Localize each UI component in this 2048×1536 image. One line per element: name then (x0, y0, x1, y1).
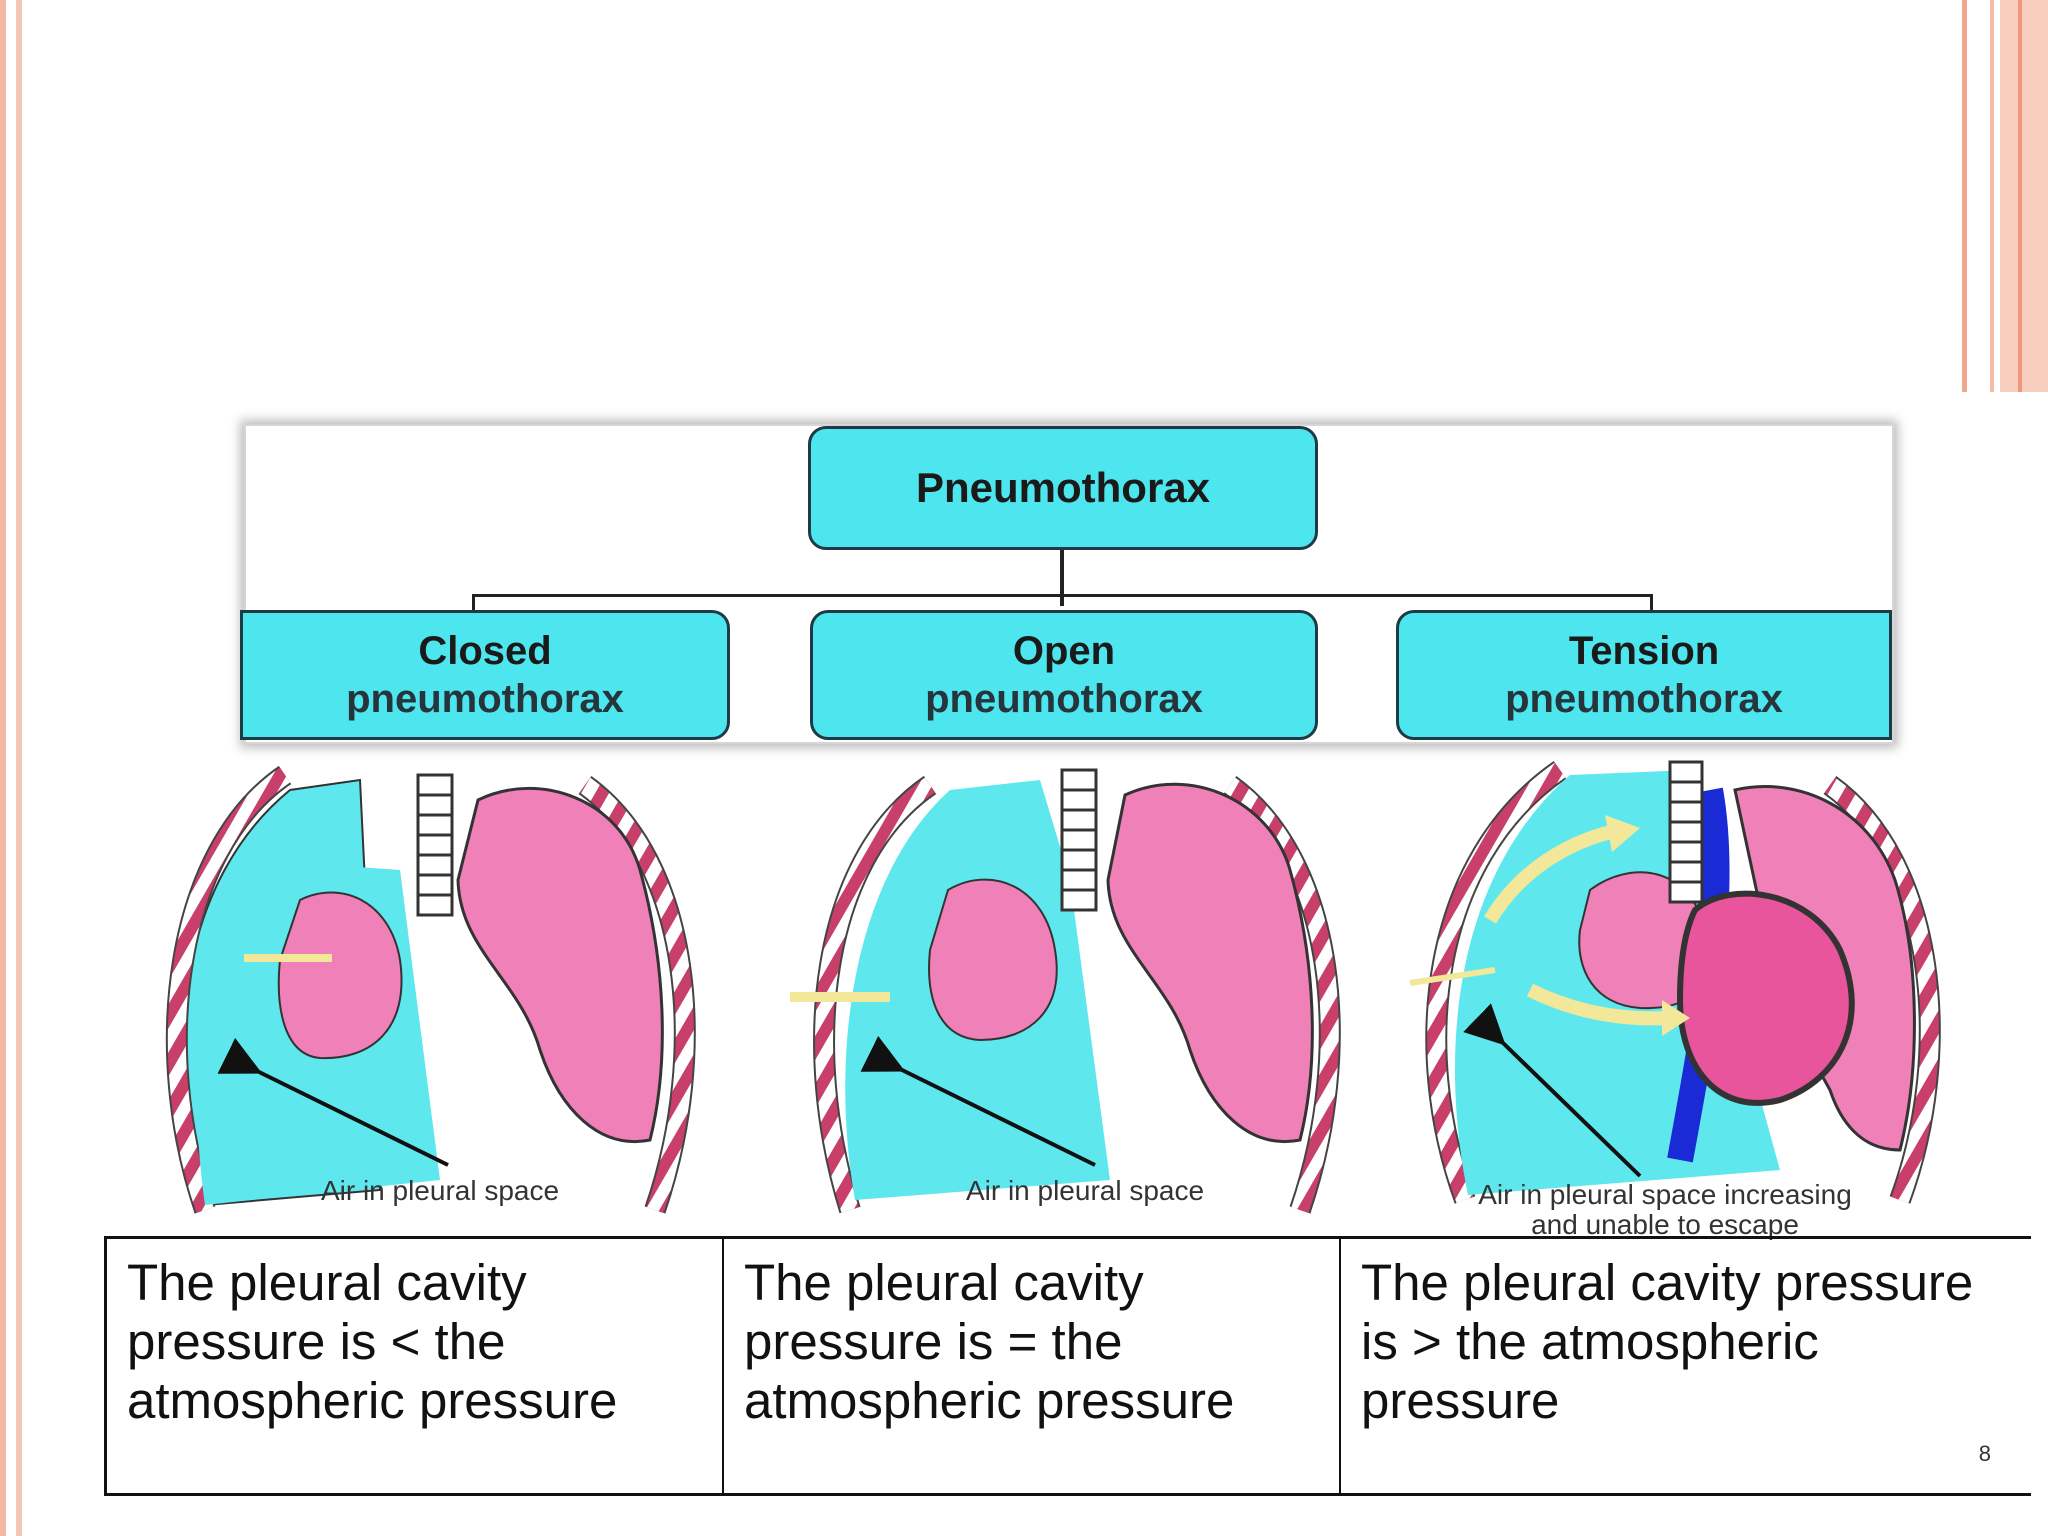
tension-pneumothorax-box: Tension pneumothorax (1396, 610, 1892, 740)
pneumothorax-root-box: Pneumothorax (808, 426, 1318, 550)
open-sublabel: pneumothorax (925, 677, 1203, 721)
tension-sublabel: pneumothorax (1505, 677, 1783, 721)
slide-number: 8 (1978, 1441, 1991, 1466)
connector-tension (1650, 594, 1653, 612)
tension-pneumothorax-illustration (1409, 760, 1941, 1204)
closed-pneumothorax-box: Closed pneumothorax (240, 610, 730, 740)
connector-root-down (1060, 544, 1064, 606)
tension-label: Tension (1568, 629, 1720, 673)
closed-sublabel: pneumothorax (346, 677, 624, 721)
open-pneumothorax-illustration (790, 768, 1341, 1214)
caption-tension-line2: and unable to escape (1531, 1209, 1799, 1240)
caption-closed: Air in pleural space (270, 1176, 610, 1206)
pressure-comparison-table: The pleural cavity pressure is < the atm… (104, 1236, 2031, 1496)
connector-horizontal (472, 594, 1652, 597)
table-cell-closed: The pleural cavity pressure is < the atm… (107, 1239, 724, 1493)
open-label: Open (1012, 629, 1116, 673)
closed-label: Closed (418, 629, 552, 673)
caption-tension-line1: Air in pleural space increasing (1478, 1179, 1852, 1210)
table-cell-tension: The pleural cavity pressure is > the atm… (1341, 1239, 2031, 1493)
caption-open: Air in pleural space (915, 1176, 1255, 1206)
caption-closed-text: Air in pleural space (320, 1175, 560, 1206)
connector-closed (472, 594, 475, 612)
slide-border-left-inner (16, 0, 22, 1536)
caption-open-text: Air in pleural space (965, 1175, 1205, 1206)
table-cell-open: The pleural cavity pressure is = the atm… (724, 1239, 1341, 1493)
open-pneumothorax-box: Open pneumothorax (810, 610, 1318, 740)
slide-border-left-outer (0, 0, 6, 1536)
table-cell-tension-text: The pleural cavity pressure is > the atm… (1361, 1254, 1974, 1429)
caption-tension: Air in pleural space increasing and unab… (1400, 1180, 1930, 1240)
root-label: Pneumothorax (915, 464, 1211, 511)
closed-pneumothorax-illustration (165, 765, 696, 1214)
